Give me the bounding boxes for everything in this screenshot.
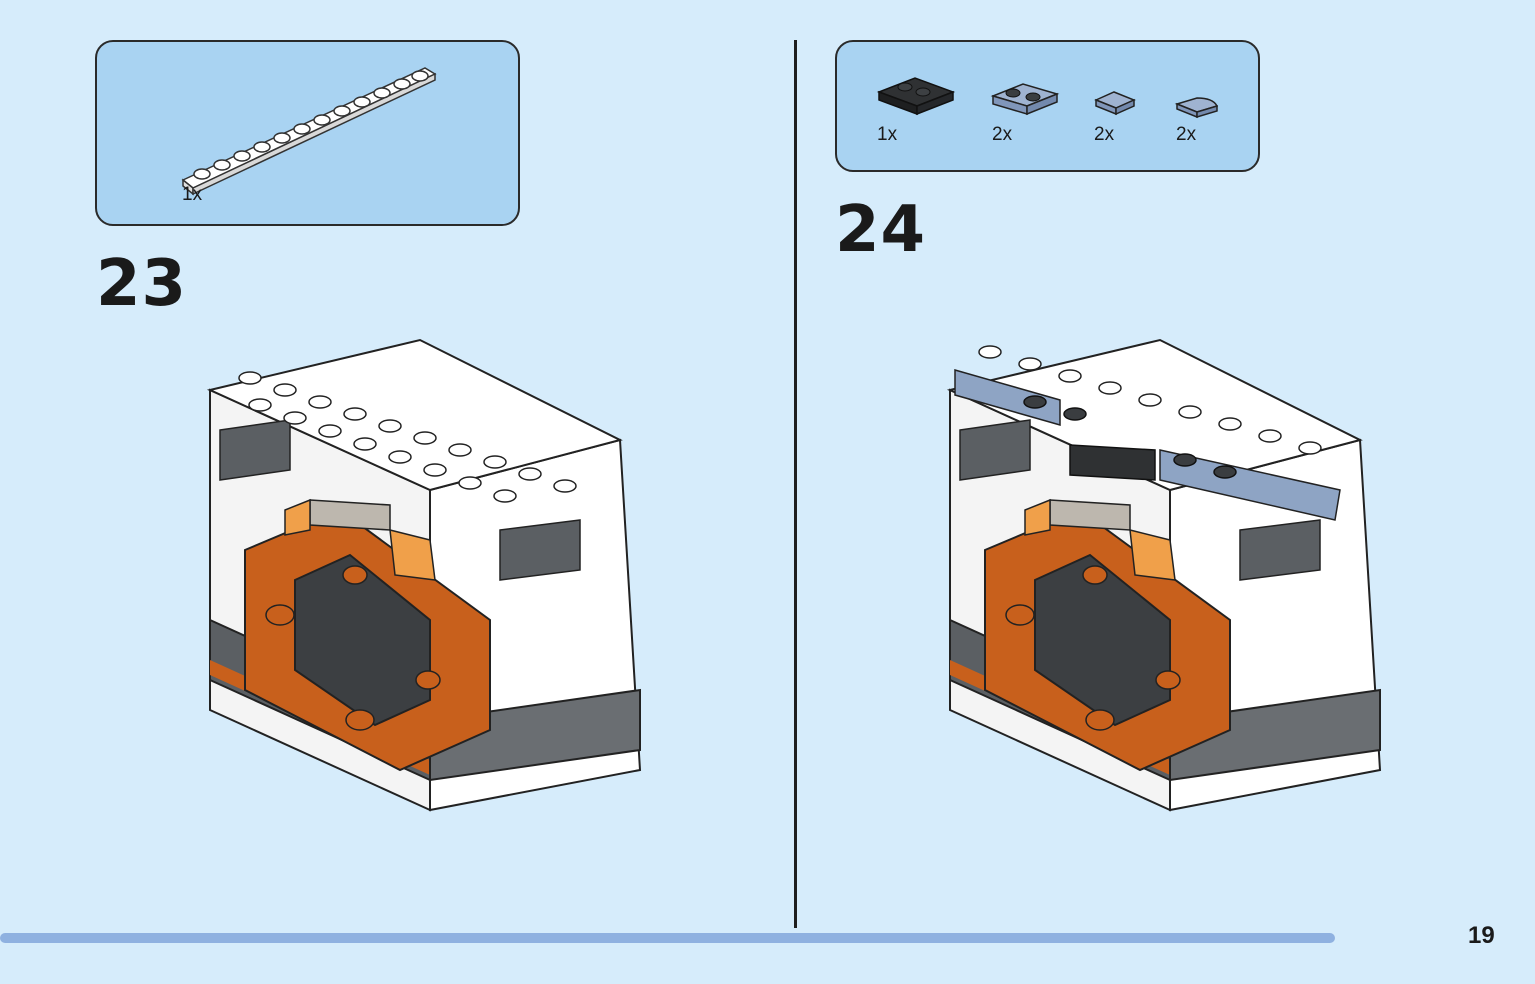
progress-bar-fill (0, 933, 1335, 943)
part-quantity: 2x (992, 124, 1013, 145)
page-divider (794, 40, 797, 928)
black-plate-with-bars-icon (876, 77, 956, 116)
sand-blue-quarter-round-tile-icon (1174, 97, 1219, 119)
step-number: 24 (835, 193, 927, 267)
part-quantity: 1x (877, 124, 898, 145)
build-step-23-illustration (206, 338, 642, 812)
progress-bar (0, 933, 1435, 943)
part-quantity: 2x (1176, 124, 1197, 145)
white-plate-1x12-icon (181, 67, 437, 196)
part-quantity: 2x (1094, 124, 1115, 145)
part-quantity: 1x (182, 184, 203, 205)
parts-callout-step-23: 1x (95, 40, 520, 226)
build-step-24-illustration (946, 338, 1382, 812)
sand-blue-plate-1x2-icon (990, 83, 1060, 116)
parts-callout-step-24: 1x 2x 2x 2x (835, 40, 1260, 172)
step-number: 23 (96, 247, 188, 321)
page-number: 19 (1468, 922, 1495, 949)
sand-blue-tile-1x1-icon (1094, 91, 1136, 116)
